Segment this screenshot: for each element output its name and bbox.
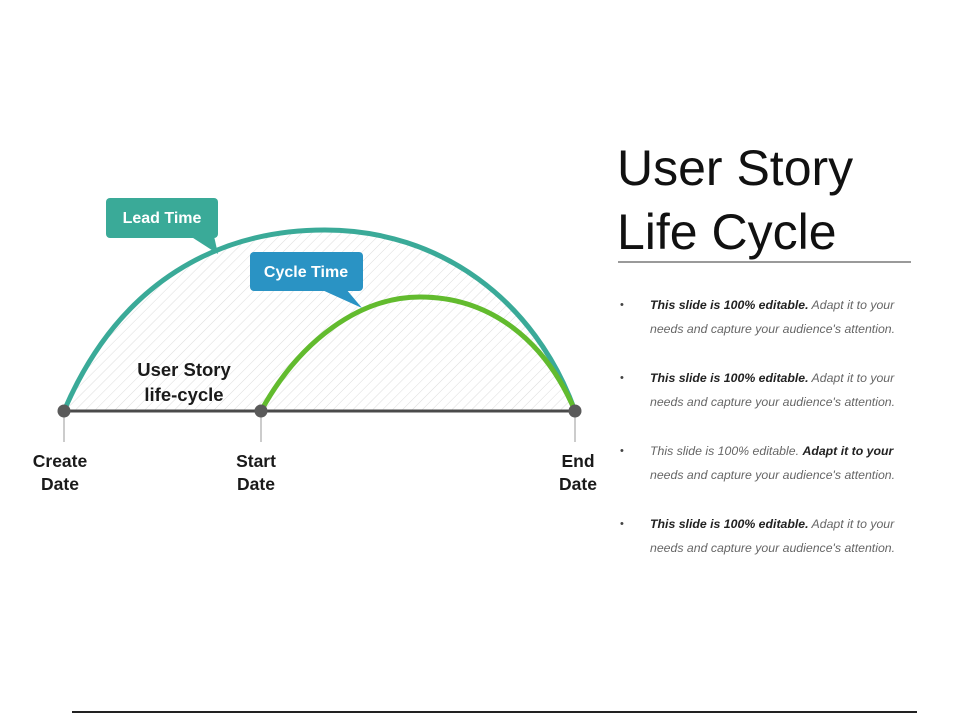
- user-story-label-line1: User Story: [137, 359, 231, 380]
- bullet-strong-text: Adapt it to your: [802, 444, 894, 458]
- lead-time-area: [64, 230, 575, 411]
- title-divider: [618, 261, 911, 263]
- bullet-list: This slide is 100% editable. Adapt it to…: [620, 293, 920, 585]
- bullet-soft-text: Adapt it to your needs and capture your …: [650, 371, 896, 409]
- end-date-label-line1: End: [561, 451, 594, 471]
- bullet-strong-text: This slide is 100% editable.: [650, 517, 809, 531]
- lead-time-callout: Lead Time: [106, 198, 218, 254]
- start-date-label-line1: Start: [236, 451, 276, 471]
- bullet-item: This slide is 100% editable. Adapt it to…: [620, 439, 920, 487]
- life-cycle-diagram: Lead Time Cycle Time User Story life-cyc…: [33, 198, 597, 494]
- bullet-item: This slide is 100% editable. Adapt it to…: [620, 512, 920, 560]
- lead-time-label: Lead Time: [123, 210, 202, 227]
- bullet-item: This slide is 100% editable. Adapt it to…: [620, 366, 920, 414]
- create-date-label-line2: Date: [41, 474, 79, 494]
- slide-title: User Story Life Cycle: [617, 136, 917, 264]
- slide-title-line2: Life Cycle: [617, 204, 837, 260]
- user-story-label-line2: life-cycle: [144, 384, 223, 405]
- slide-title-line1: User Story: [617, 140, 854, 196]
- footer-divider: [72, 711, 917, 713]
- create-date-label-line1: Create: [33, 451, 88, 471]
- start-date-node: [254, 404, 268, 418]
- bullet-strong-text: This slide is 100% editable.: [650, 298, 809, 312]
- bullet-soft-text: Adapt it to your needs and capture your …: [650, 298, 896, 336]
- bullet-strong-text: This slide is 100% editable.: [650, 371, 809, 385]
- bullet-item: This slide is 100% editable. Adapt it to…: [620, 293, 920, 341]
- lead-time-arc: [61, 227, 578, 414]
- end-date-node: [568, 404, 582, 418]
- cycle-time-arc: [258, 294, 578, 414]
- cycle-time-label: Cycle Time: [264, 264, 348, 281]
- start-date-label-line2: Date: [237, 474, 275, 494]
- end-date-label-line2: Date: [559, 474, 597, 494]
- bullet-soft-text: Adapt it to your needs and capture your …: [650, 517, 896, 555]
- create-date-node: [57, 404, 71, 418]
- bullet-soft-text: needs and capture your audience's attent…: [650, 468, 896, 482]
- cycle-time-callout: Cycle Time: [250, 252, 363, 308]
- bullet-soft-text: This slide is 100% editable.: [650, 444, 800, 458]
